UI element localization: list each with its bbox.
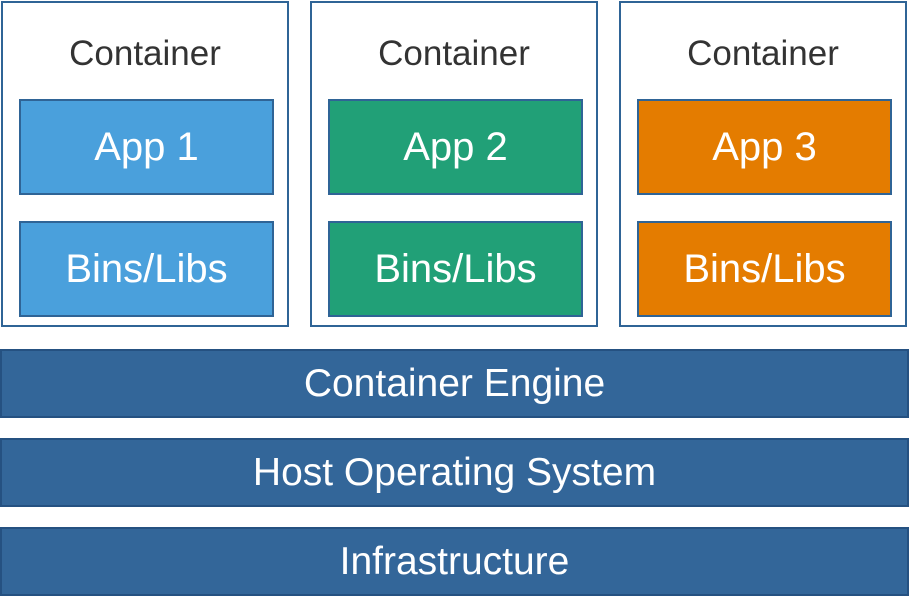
host-os-layer: Host Operating System (0, 438, 909, 507)
app-1-block: App 1 (19, 99, 274, 195)
infrastructure-layer: Infrastructure (0, 527, 909, 596)
container-title: Container (69, 34, 221, 73)
container-2: Container App 2 Bins/Libs (310, 1, 598, 327)
container-title: Container (687, 34, 839, 73)
container-1: Container App 1 Bins/Libs (1, 1, 289, 327)
container-title: Container (378, 34, 530, 73)
container-engine-layer: Container Engine (0, 349, 909, 418)
bins-libs-1-block: Bins/Libs (19, 221, 274, 317)
container-3: Container App 3 Bins/Libs (619, 1, 907, 327)
bins-libs-3-block: Bins/Libs (637, 221, 892, 317)
bins-libs-2-block: Bins/Libs (328, 221, 583, 317)
app-2-block: App 2 (328, 99, 583, 195)
app-3-block: App 3 (637, 99, 892, 195)
